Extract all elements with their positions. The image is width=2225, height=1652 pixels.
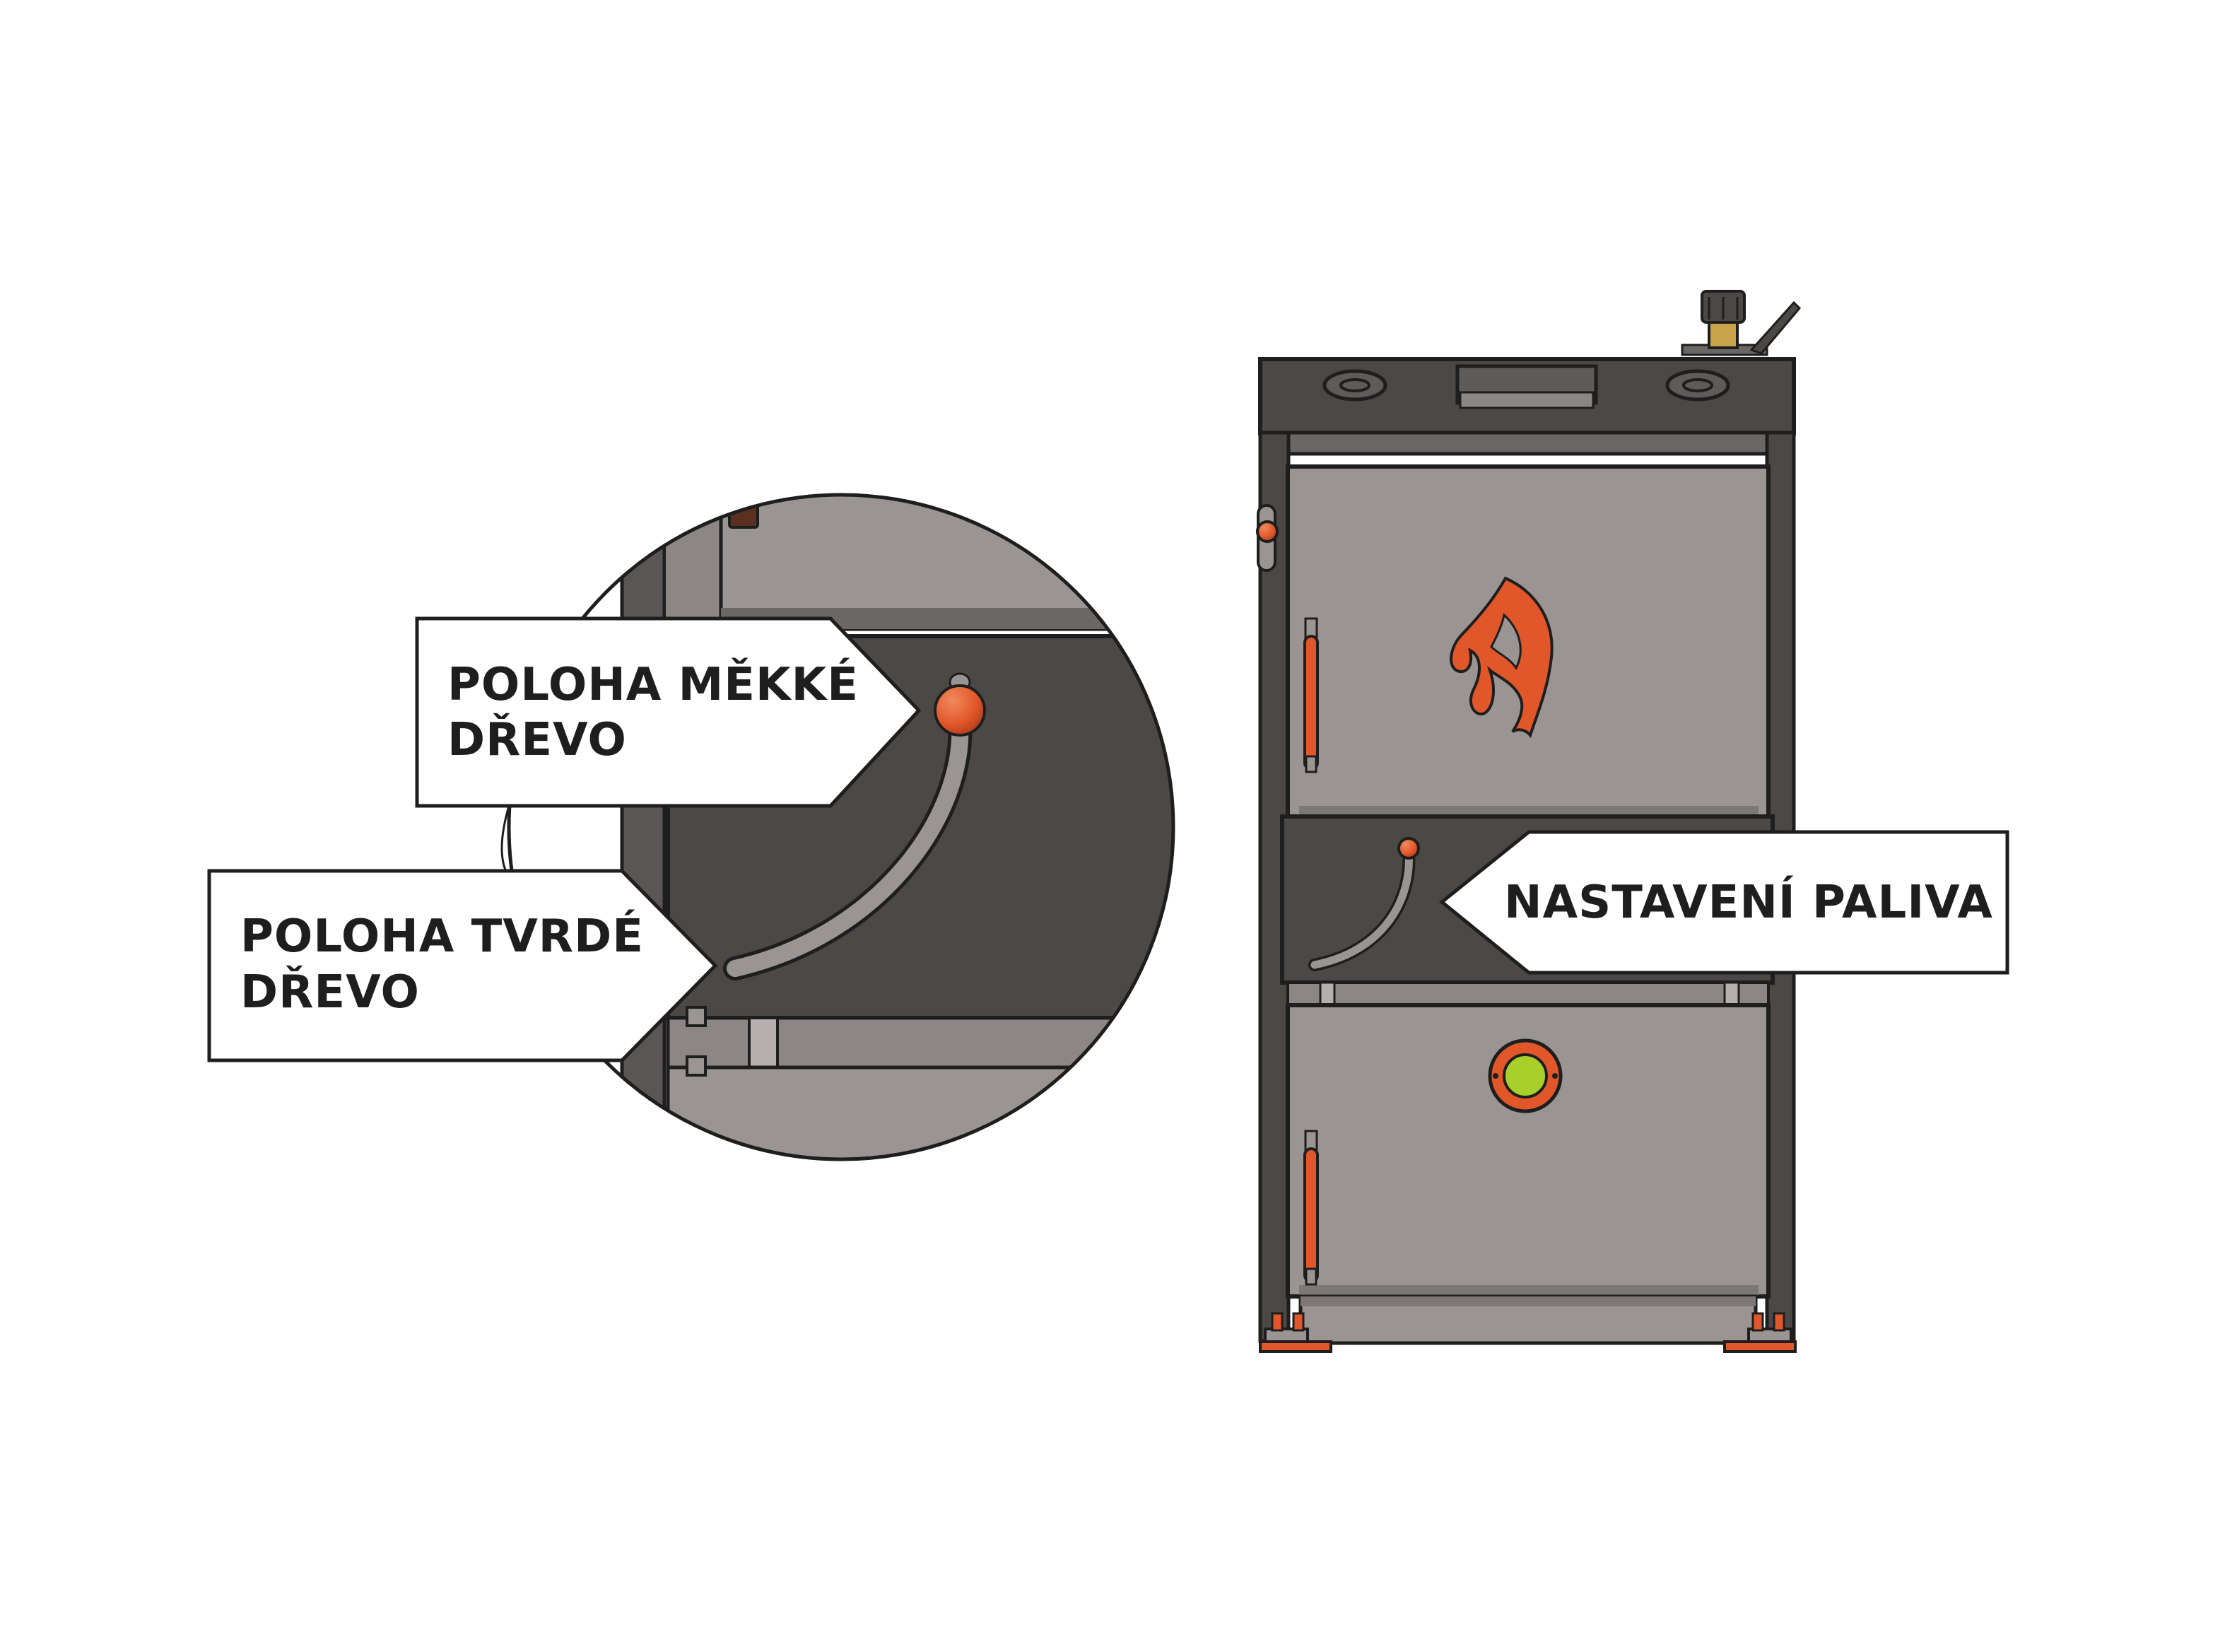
inspection-window-icon bbox=[1488, 1038, 1563, 1113]
soft-wood-label-line1: POLOHA MĚKKÉ bbox=[447, 657, 859, 711]
callout-hard-wood: POLOHA TVRDÉ DŘEVO bbox=[207, 869, 718, 1062]
zoom-magnifier bbox=[500, 493, 1175, 1161]
lever-knob-icon bbox=[934, 684, 986, 737]
fuel-setting-label: NASTAVENÍ PALIVA bbox=[1504, 875, 1993, 929]
callout-soft-wood: POLOHA MĚKKÉ DŘEVO bbox=[415, 616, 922, 808]
upper-latch-knob-icon bbox=[1256, 520, 1279, 543]
thermometer-fitting bbox=[1681, 290, 1802, 356]
boiler bbox=[1256, 290, 1802, 1353]
top-port-right bbox=[1665, 369, 1730, 402]
upper-door bbox=[1256, 464, 1771, 819]
lower-door-handle bbox=[1303, 1130, 1319, 1286]
lower-door bbox=[1286, 1003, 1771, 1299]
hard-wood-label-line2: DŘEVO bbox=[240, 965, 420, 1019]
flame-icon bbox=[1450, 576, 1554, 738]
top-port-left bbox=[1322, 369, 1387, 402]
callout-fuel-setting: NASTAVENÍ PALIVA bbox=[1439, 830, 2009, 975]
upper-door-handle bbox=[1303, 617, 1319, 773]
soft-wood-label-line2: DŘEVO bbox=[447, 713, 627, 766]
boiler-feet bbox=[1259, 1312, 1797, 1353]
hard-wood-label-line1: POLOHA TVRDÉ bbox=[240, 909, 644, 963]
fuel-lever-knob-icon[interactable] bbox=[1397, 837, 1420, 860]
